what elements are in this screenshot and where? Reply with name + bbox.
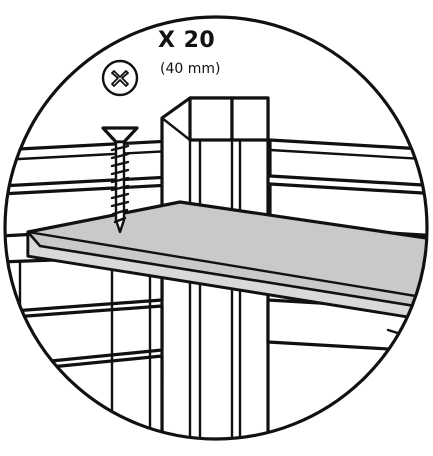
screw-quantity-label: X 20 — [158, 28, 216, 53]
detail-circle-frame — [3, 15, 429, 441]
magnified-detail — [5, 96, 427, 439]
phillips-screw-head-icon — [101, 59, 139, 97]
back-rails — [5, 138, 427, 238]
screw-length-label: (40 mm) — [160, 61, 221, 77]
shelf-board — [26, 200, 427, 324]
screw — [101, 126, 139, 234]
screw-thread — [110, 140, 130, 234]
